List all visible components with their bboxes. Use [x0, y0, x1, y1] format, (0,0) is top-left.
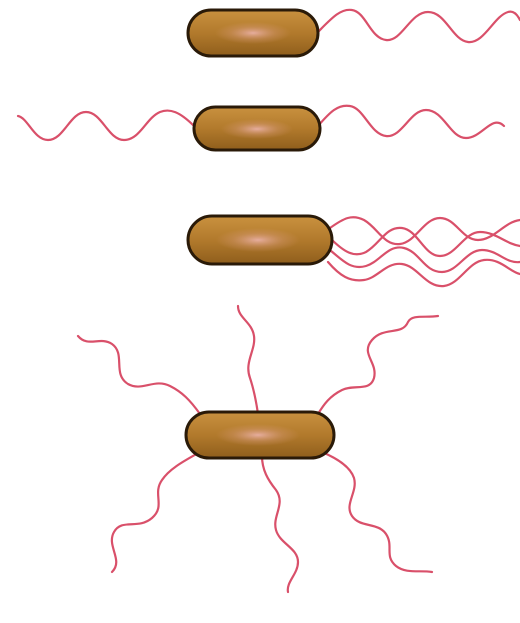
panel-amphitrichous: [18, 106, 504, 150]
flagellum: [18, 111, 194, 140]
panel-lophotrichous: [188, 216, 520, 286]
flagellum: [112, 452, 200, 572]
bacterial-cell: [188, 10, 318, 56]
panel-monotrichous: [188, 10, 520, 56]
bacterial-cell: [194, 107, 320, 150]
flagellum: [262, 456, 298, 592]
flagellum: [316, 10, 520, 42]
bacterial-cell: [188, 216, 332, 264]
flagellum: [318, 106, 504, 138]
flagellum: [78, 336, 200, 414]
flagellum: [318, 316, 438, 414]
flagellum: [330, 217, 520, 244]
flagellum: [238, 306, 258, 414]
flagellum: [322, 452, 432, 572]
panel-peritrichous: [78, 306, 438, 592]
bacterial-cell: [186, 412, 334, 458]
